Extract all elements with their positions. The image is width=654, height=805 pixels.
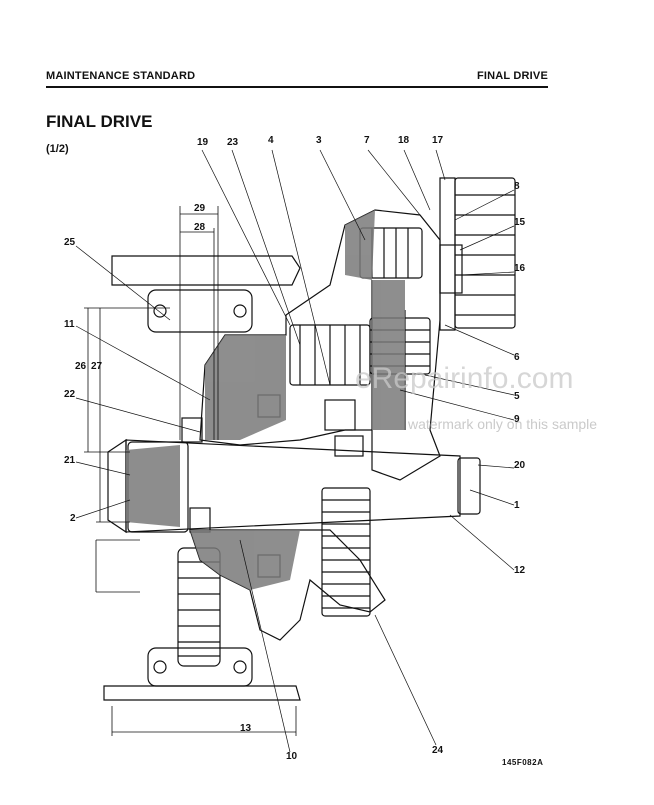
callout-12: 12 bbox=[514, 565, 526, 576]
sprocket-top bbox=[111, 255, 301, 286]
hub-ring bbox=[439, 244, 463, 294]
callout-27: 27 bbox=[91, 361, 103, 372]
section-header: MAINTENANCE STANDARD bbox=[46, 70, 196, 82]
callout-5: 5 bbox=[514, 391, 520, 402]
end-nut bbox=[457, 457, 481, 515]
callout-18: 18 bbox=[398, 135, 410, 146]
callout-28: 28 bbox=[194, 222, 206, 233]
track-link-top bbox=[147, 289, 253, 333]
callout-3: 3 bbox=[316, 135, 322, 146]
coupling-disc bbox=[439, 177, 456, 331]
callout-15: 15 bbox=[514, 217, 526, 228]
callout-29: 29 bbox=[194, 203, 206, 214]
page-title: FINAL DRIVE bbox=[46, 112, 153, 131]
callout-19: 19 bbox=[197, 137, 209, 148]
callout-9: 9 bbox=[514, 414, 520, 425]
gear-large bbox=[321, 487, 371, 617]
callout-26: 26 bbox=[75, 361, 87, 372]
chapter-header: FINAL DRIVE bbox=[476, 70, 548, 82]
callout-21: 21 bbox=[64, 455, 76, 466]
callout-13: 13 bbox=[240, 723, 252, 734]
watermark-site: eRepairinfo.com bbox=[355, 362, 574, 395]
callout-22: 22 bbox=[64, 389, 76, 400]
motor-flange bbox=[454, 177, 516, 329]
callout-7: 7 bbox=[364, 135, 370, 146]
callout-8: 8 bbox=[514, 181, 520, 192]
callout-25: 25 bbox=[64, 237, 76, 248]
callout-2: 2 bbox=[70, 513, 76, 524]
callout-11: 11 bbox=[64, 319, 75, 330]
callout-20: 20 bbox=[514, 460, 526, 471]
track-link-bottom bbox=[147, 647, 253, 687]
track-shoe-bottom bbox=[103, 685, 301, 701]
callout-23: 23 bbox=[227, 137, 239, 148]
final-drive-housing bbox=[199, 209, 441, 481]
callout-17: 17 bbox=[432, 135, 444, 146]
axle-end-cap bbox=[107, 438, 127, 534]
header-rule bbox=[46, 86, 548, 88]
callout-24: 24 bbox=[432, 745, 444, 756]
page-subtitle: (1/2) bbox=[46, 143, 69, 155]
callout-6: 6 bbox=[514, 352, 520, 363]
callout-16: 16 bbox=[514, 263, 526, 274]
watermark-note: watermark only on this sample bbox=[408, 416, 598, 432]
callout-1: 1 bbox=[514, 500, 520, 511]
callout-10: 10 bbox=[286, 751, 298, 762]
callout-4: 4 bbox=[268, 135, 274, 146]
figure-code: 145F082A bbox=[502, 758, 544, 767]
